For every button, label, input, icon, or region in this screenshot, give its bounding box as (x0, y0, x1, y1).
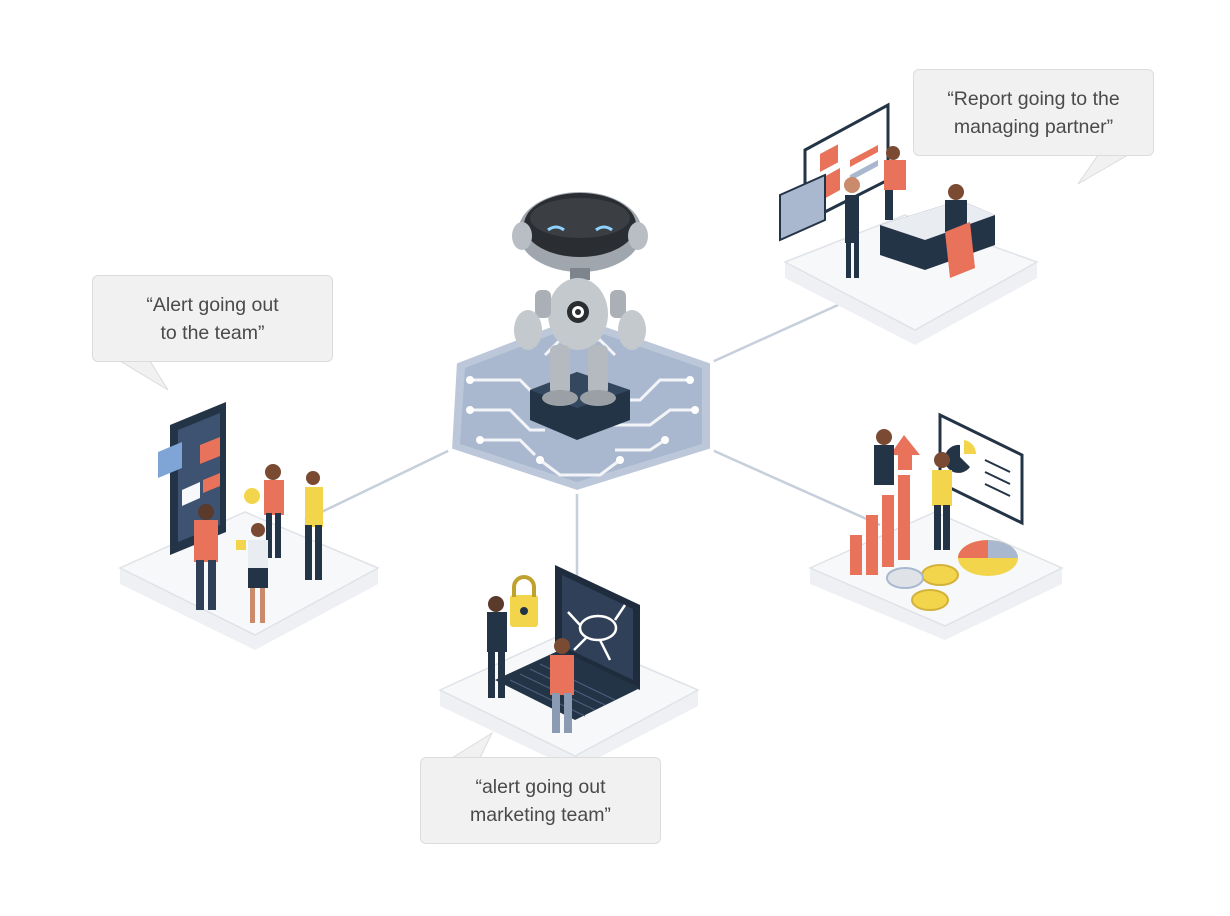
security-lock-icon (438, 565, 700, 770)
connector-left (304, 448, 451, 522)
report-meeting-icon (779, 102, 1039, 345)
callout-alert-team-line1: “Alert going out (146, 293, 279, 316)
callout-report-line2: managing partner” (953, 115, 1114, 138)
robot-icon (512, 192, 648, 406)
connectors (304, 293, 881, 640)
callout-marketing-line2: marketing team” (470, 803, 611, 826)
connector-top-right (711, 293, 861, 364)
callout-marketing: “alert going out marketing team” (420, 757, 661, 844)
callout-alert-team-line2: to the team” (160, 321, 265, 344)
bubble-tail-alert-team (118, 360, 169, 391)
callout-marketing-line1: “alert going out (475, 775, 606, 798)
callout-report: “Report going to the managing partner” (913, 69, 1154, 156)
callout-report-line1: “Report going to the (947, 87, 1120, 110)
bubble-tail-report (1077, 154, 1130, 185)
mobile-alert-icon (118, 402, 380, 650)
callout-alert-team: “Alert going out to the team” (92, 275, 333, 362)
connector-right (711, 448, 881, 527)
bubble-tail-marketing (450, 731, 494, 759)
finance-chart-icon (808, 412, 1064, 640)
